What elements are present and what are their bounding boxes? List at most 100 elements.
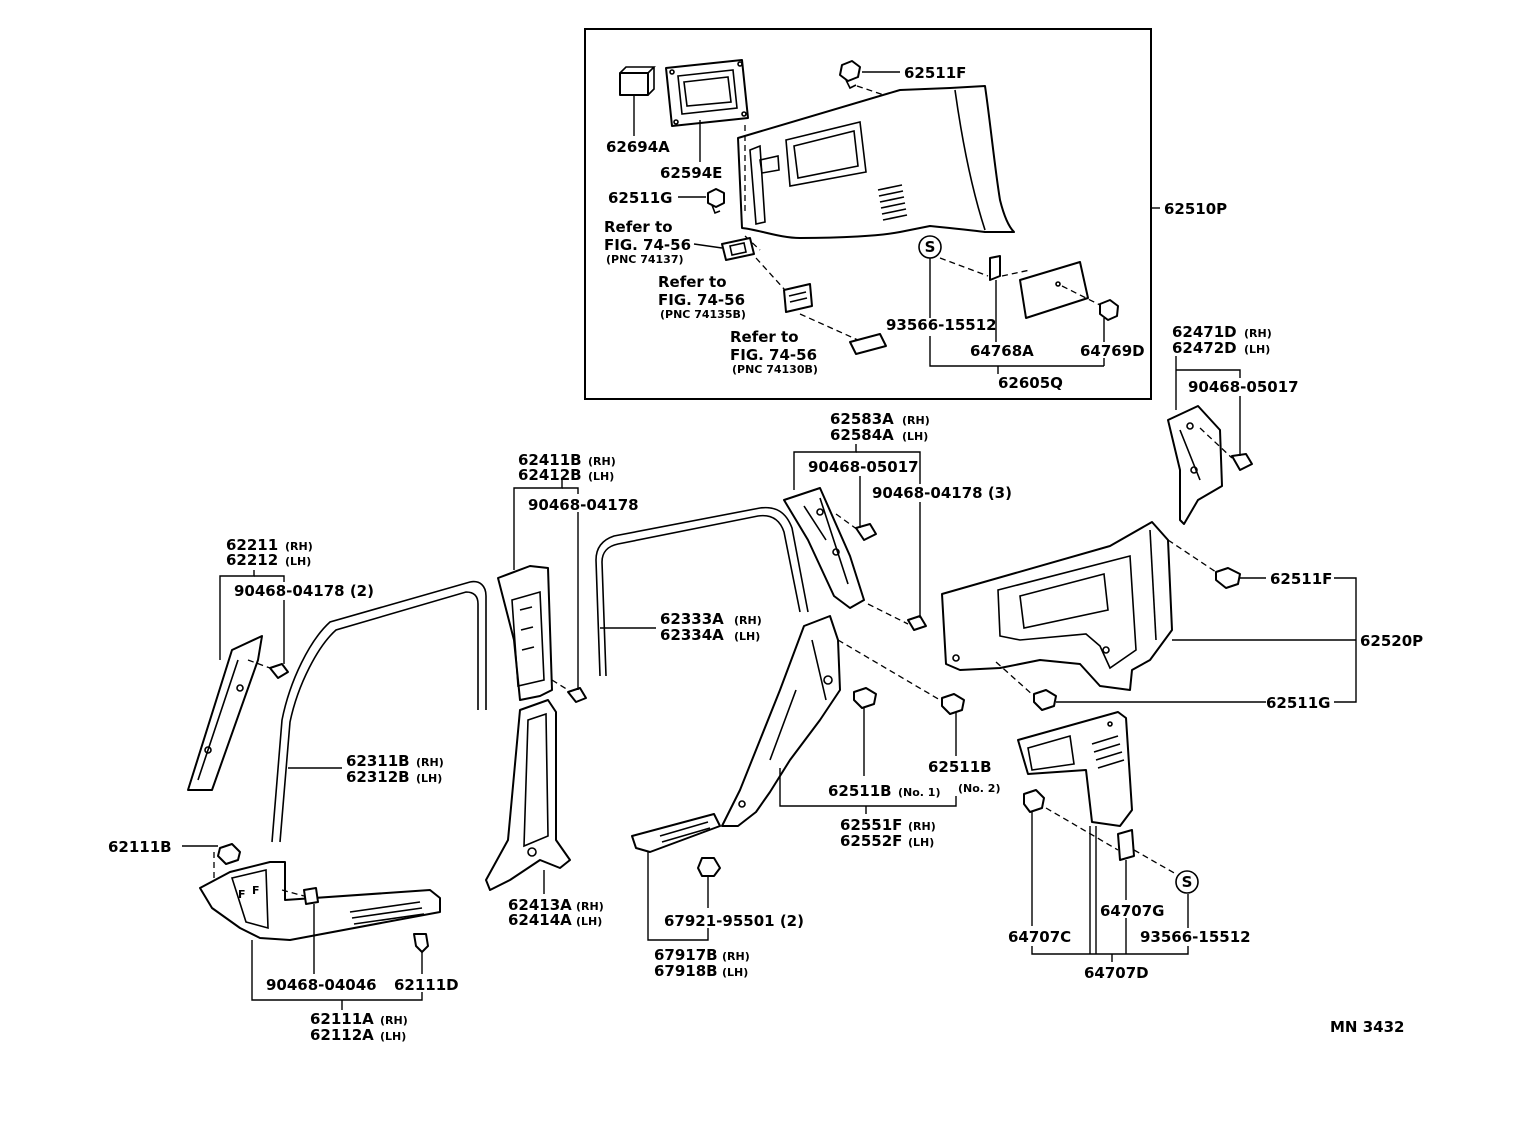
ref1-line3: (PNC 74137) bbox=[606, 253, 684, 266]
side-62583A: (RH) bbox=[902, 414, 930, 427]
label-67918B: 67918B bbox=[654, 962, 718, 980]
clip-64707C bbox=[1023, 789, 1045, 813]
label-62511G-right: 62511G bbox=[1266, 694, 1331, 712]
clip-62511G-top bbox=[707, 188, 725, 215]
label-62411B: 62411B bbox=[518, 451, 582, 469]
side-62112A: (LH) bbox=[380, 1030, 406, 1043]
label-90468-04046: 90468-04046 bbox=[266, 976, 377, 994]
clip-90468-05017-right bbox=[1231, 453, 1253, 471]
ref3-line1: Refer to bbox=[730, 328, 799, 346]
callout-labels: 62511F 62694A 62594E 62511G Refer to FIG… bbox=[108, 64, 1423, 1044]
part-64769D-cover bbox=[1019, 261, 1089, 319]
svg-text:F: F bbox=[238, 888, 246, 901]
leader-lines bbox=[182, 71, 1357, 1010]
clip-62511B-no2 bbox=[941, 693, 965, 715]
label-62472D: 62472D bbox=[1172, 339, 1237, 357]
part-64707D-pocket bbox=[1017, 711, 1133, 827]
ref2-line3: (PNC 74135B) bbox=[660, 308, 746, 321]
label-62112A: 62112A bbox=[310, 1026, 374, 1044]
label-62471D: 62471D bbox=[1172, 323, 1237, 341]
clip-62511B-no1 bbox=[853, 687, 877, 709]
label-62412B: 62412B bbox=[518, 466, 582, 484]
label-62551F: 62551F bbox=[840, 816, 902, 834]
label-62511G-top: 62511G bbox=[608, 189, 673, 207]
label-62594E: 62594E bbox=[660, 164, 722, 182]
side-62312B: (LH) bbox=[416, 772, 442, 785]
part-67917B-scuff bbox=[631, 813, 721, 853]
ref1-line2: FIG. 74-56 bbox=[604, 236, 691, 254]
label-62510P: 62510P bbox=[1164, 200, 1227, 218]
label-62520P: 62520P bbox=[1360, 632, 1423, 650]
side-62551F: (RH) bbox=[908, 820, 936, 833]
side-67918B: (LH) bbox=[722, 966, 748, 979]
s-label-top: S bbox=[925, 238, 936, 256]
label-62211: 62211 bbox=[226, 536, 278, 554]
screw-marker-bottom: S bbox=[1175, 870, 1199, 894]
s-label-bottom: S bbox=[1182, 873, 1193, 891]
part-74137-switch bbox=[721, 237, 755, 261]
clip-64769D bbox=[1099, 299, 1119, 321]
label-64707D: 64707D bbox=[1084, 964, 1149, 982]
clip-90468-04178-mid bbox=[567, 687, 587, 703]
label-62111D: 62111D bbox=[394, 976, 459, 994]
screw-marker-top: S bbox=[918, 235, 942, 259]
diagram-id: MN 3432 bbox=[1330, 1018, 1404, 1036]
label-62511B-1: 62511B bbox=[828, 782, 892, 800]
side-62472D: (LH) bbox=[1244, 343, 1270, 356]
side-62212: (LH) bbox=[285, 555, 311, 568]
side-67917B: (RH) bbox=[722, 950, 750, 963]
side-62471D: (RH) bbox=[1244, 327, 1272, 340]
side-62411B: (RH) bbox=[588, 455, 616, 468]
part-62594E bbox=[665, 59, 749, 127]
svg-text:F: F bbox=[252, 884, 260, 897]
label-62552F: 62552F bbox=[840, 832, 902, 850]
part-62333A-weatherstrip bbox=[595, 506, 809, 677]
label-62413A: 62413A bbox=[508, 896, 572, 914]
part-62583A-pillar bbox=[783, 487, 865, 609]
clip-67921-95501 bbox=[697, 857, 721, 877]
label-64769D: 64769D bbox=[1080, 342, 1145, 360]
part-62694A bbox=[619, 66, 656, 96]
part-62411B-pillar-upper bbox=[497, 565, 553, 701]
label-90468-04178-2: 90468-04178 (2) bbox=[234, 582, 374, 600]
label-62311B: 62311B bbox=[346, 752, 410, 770]
part-74130B bbox=[849, 333, 887, 355]
side-62311B: (RH) bbox=[416, 756, 444, 769]
clip-62111D bbox=[413, 933, 429, 953]
label-67917B: 67917B bbox=[654, 946, 718, 964]
label-no2: (No. 2) bbox=[958, 782, 1000, 795]
label-64707C: 64707C bbox=[1008, 928, 1071, 946]
label-62584A: 62584A bbox=[830, 426, 894, 444]
part-62311B-weatherstrip bbox=[271, 580, 487, 843]
ref2-line1: Refer to bbox=[658, 273, 727, 291]
label-62333A: 62333A bbox=[660, 610, 724, 628]
part-62510P-panel bbox=[737, 85, 1015, 239]
label-90468-05017-mid: 90468-05017 bbox=[808, 458, 919, 476]
label-no1: (No. 1) bbox=[898, 786, 940, 799]
label-93566-top: 93566-15512 bbox=[886, 316, 997, 334]
clip-62511G-right bbox=[1033, 689, 1057, 711]
part-62211-pillar bbox=[187, 635, 263, 791]
clip-90468-04178-3 bbox=[907, 615, 927, 631]
clip-90468-04046 bbox=[303, 887, 319, 905]
side-62412B: (LH) bbox=[588, 470, 614, 483]
clip-62511F-top bbox=[839, 60, 861, 90]
label-64707G: 64707G bbox=[1100, 902, 1165, 920]
part-64768A bbox=[989, 255, 1001, 281]
label-62511F-top: 62511F bbox=[904, 64, 966, 82]
ref3-line3: (PNC 74130B) bbox=[732, 363, 818, 376]
label-62312B: 62312B bbox=[346, 768, 410, 786]
side-62552F: (LH) bbox=[908, 836, 934, 849]
side-62584A: (LH) bbox=[902, 430, 928, 443]
label-62511F-right: 62511F bbox=[1270, 570, 1332, 588]
label-64768A: 64768A bbox=[970, 342, 1034, 360]
label-62583A: 62583A bbox=[830, 410, 894, 428]
label-62111B: 62111B bbox=[108, 838, 172, 856]
label-62414A: 62414A bbox=[508, 911, 572, 929]
part-62413A-pillar-lower bbox=[485, 699, 571, 891]
side-62211: (RH) bbox=[285, 540, 313, 553]
label-62511B-2: 62511B bbox=[928, 758, 992, 776]
side-62414A: (LH) bbox=[576, 915, 602, 928]
